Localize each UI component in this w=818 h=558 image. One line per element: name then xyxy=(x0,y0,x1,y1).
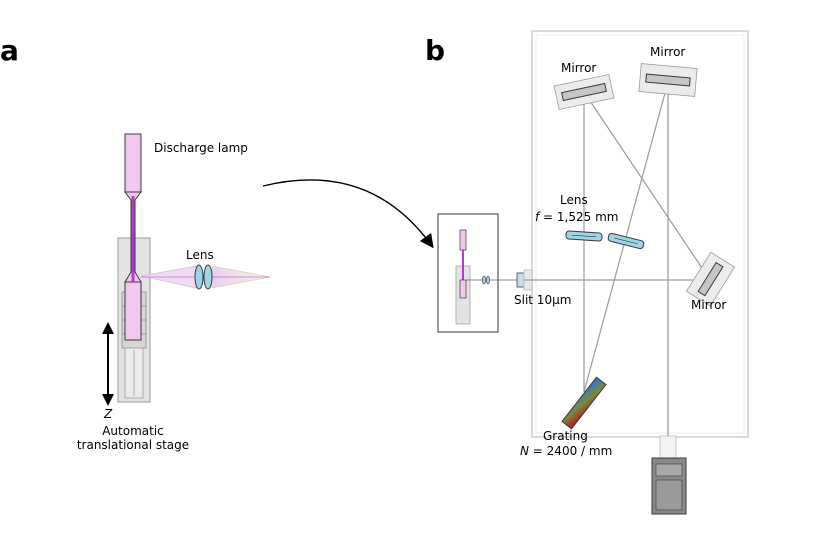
mirror-top-left xyxy=(553,73,615,111)
panel-a: a Discharge lamp xyxy=(0,34,271,452)
source-inset xyxy=(437,213,518,333)
stage-label-line2: translational stage xyxy=(77,438,189,452)
mirror-right-label: Mirror xyxy=(691,298,726,312)
panel-b: b xyxy=(425,30,749,515)
lens-a xyxy=(194,264,213,290)
lens-a-label: Lens xyxy=(186,248,214,262)
spectrometer-housing xyxy=(531,30,749,438)
mirror-top-right-label: Mirror xyxy=(650,45,685,59)
lens-b-right xyxy=(607,232,645,250)
spectrometer-rays xyxy=(524,81,711,436)
grating-density-symbol: N xyxy=(520,444,529,458)
grating-label: Grating xyxy=(543,429,588,443)
discharge-lamp xyxy=(124,133,142,341)
panel-b-letter: b xyxy=(425,34,445,67)
grating xyxy=(561,376,607,430)
discharge-lamp-label: Discharge lamp xyxy=(154,141,248,155)
focal-value: = 1,525 mm xyxy=(539,210,618,224)
connection-arrow xyxy=(262,179,434,249)
grating-density-value: = 2400 / mm xyxy=(529,444,612,458)
focal-symbol: f xyxy=(535,210,541,224)
panel-a-letter: a xyxy=(0,34,19,67)
lens-b-left xyxy=(565,230,603,242)
mirror-top-right xyxy=(638,63,698,97)
z-axis-arrow xyxy=(102,322,114,406)
mirror-top-left-label: Mirror xyxy=(561,61,596,75)
detector xyxy=(651,435,687,515)
slit-label: Slit 10µm xyxy=(514,293,571,307)
stage-label-line1: Automatic xyxy=(102,424,164,438)
grating-density: N = 2400 / mm xyxy=(520,444,612,458)
lens-b-label: Lens xyxy=(560,193,588,207)
z-axis-label: Z xyxy=(103,407,113,421)
mirror-right xyxy=(685,251,736,307)
lens-b-focal-length: f = 1,525 mm xyxy=(535,210,618,224)
